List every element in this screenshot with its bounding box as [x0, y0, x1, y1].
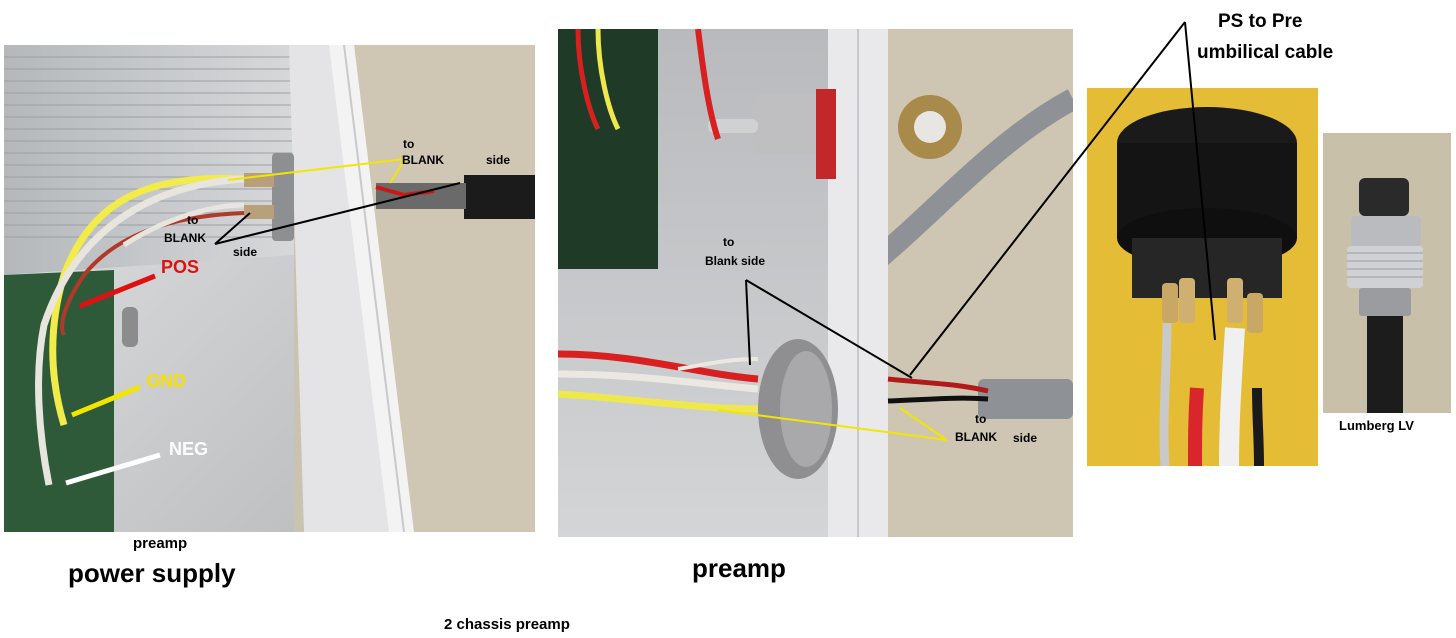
ps-to-label-mid: to — [187, 213, 199, 227]
chassis-caption: 2 chassis preamp — [444, 616, 570, 633]
connector-closeup-photo — [1087, 88, 1318, 466]
lumberg-connector-photo — [1323, 133, 1451, 413]
lumberg-caption: Lumberg LV — [1339, 418, 1414, 433]
umbilical-caption-line1: PS to Pre — [1218, 11, 1303, 32]
ps-blank-label-mid: BLANK — [164, 231, 206, 245]
neg-label: NEG — [169, 439, 209, 459]
ps-blank-label-top: BLANK — [402, 153, 444, 167]
preamp-photo — [558, 29, 1073, 537]
preamp-small-caption: preamp — [133, 535, 188, 552]
ps-side-label-mid: side — [233, 245, 258, 259]
pre-blank-label-lower: BLANK — [955, 430, 997, 444]
umbilical-caption-line2: umbilical cable — [1197, 42, 1334, 63]
preamp-caption: preamp — [692, 553, 786, 583]
power-supply-caption: power supply — [68, 558, 236, 588]
ps-side-label-top: side — [486, 153, 511, 167]
pre-to-label-lower: to — [975, 412, 987, 426]
power-supply-photo — [4, 45, 535, 532]
pre-blank-side-label-upper: Blank side — [705, 254, 766, 268]
pre-to-label-upper: to — [723, 235, 735, 249]
ps-to-label-top: to — [403, 137, 415, 151]
pre-side-label-lower: side — [1013, 431, 1038, 445]
gnd-label: GND — [146, 371, 186, 391]
pos-label: POS — [161, 257, 200, 277]
